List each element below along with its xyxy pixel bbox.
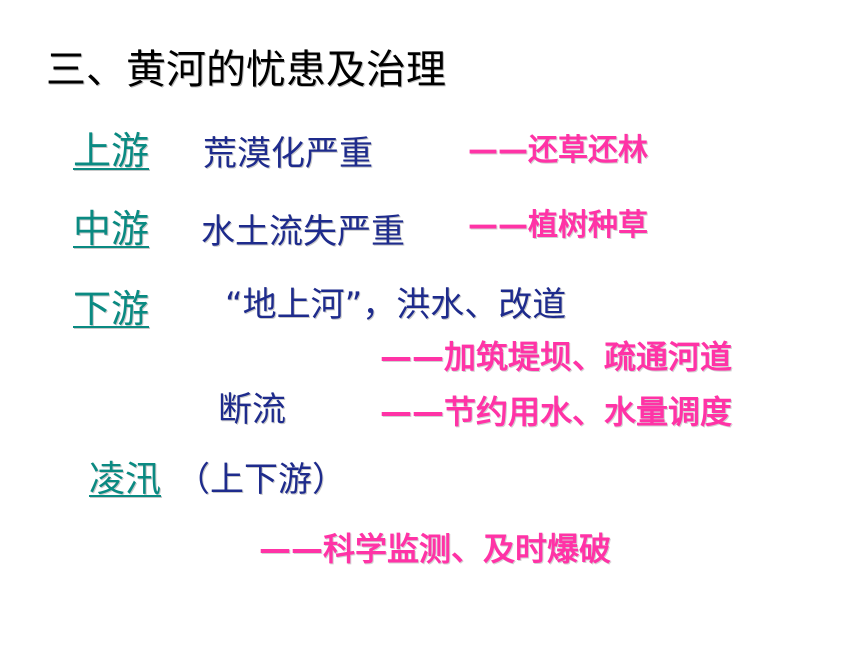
ice-flood-note: （上下游） [176, 460, 346, 500]
middle-reaches-problem: 水土流失严重 [201, 212, 405, 252]
ice-flood-measure: ——科学监测、及时爆破 [259, 530, 612, 568]
upper-reaches-problem: 荒漠化严重 [203, 134, 373, 174]
link-lower-reaches[interactable]: 下游 [73, 287, 150, 331]
middle-reaches-measure: ——植树种草 [468, 208, 648, 243]
lower-reaches-problem-2: 断流 [218, 390, 286, 430]
link-upper-reaches[interactable]: 上游 [73, 129, 150, 173]
link-ice-flood[interactable]: 凌汛 [89, 459, 162, 500]
link-middle-reaches[interactable]: 中游 [73, 207, 150, 251]
lower-reaches-measure-2: ——节约用水、水量调度 [380, 393, 733, 431]
lower-reaches-measure: ——加筑堤坝、疏通河道 [380, 338, 733, 376]
upper-reaches-measure: ——还草还林 [468, 133, 648, 168]
slide-heading: 三、黄河的忧患及治理 [46, 47, 446, 93]
lower-reaches-problem: “地上河”，洪水、改道 [225, 285, 567, 325]
